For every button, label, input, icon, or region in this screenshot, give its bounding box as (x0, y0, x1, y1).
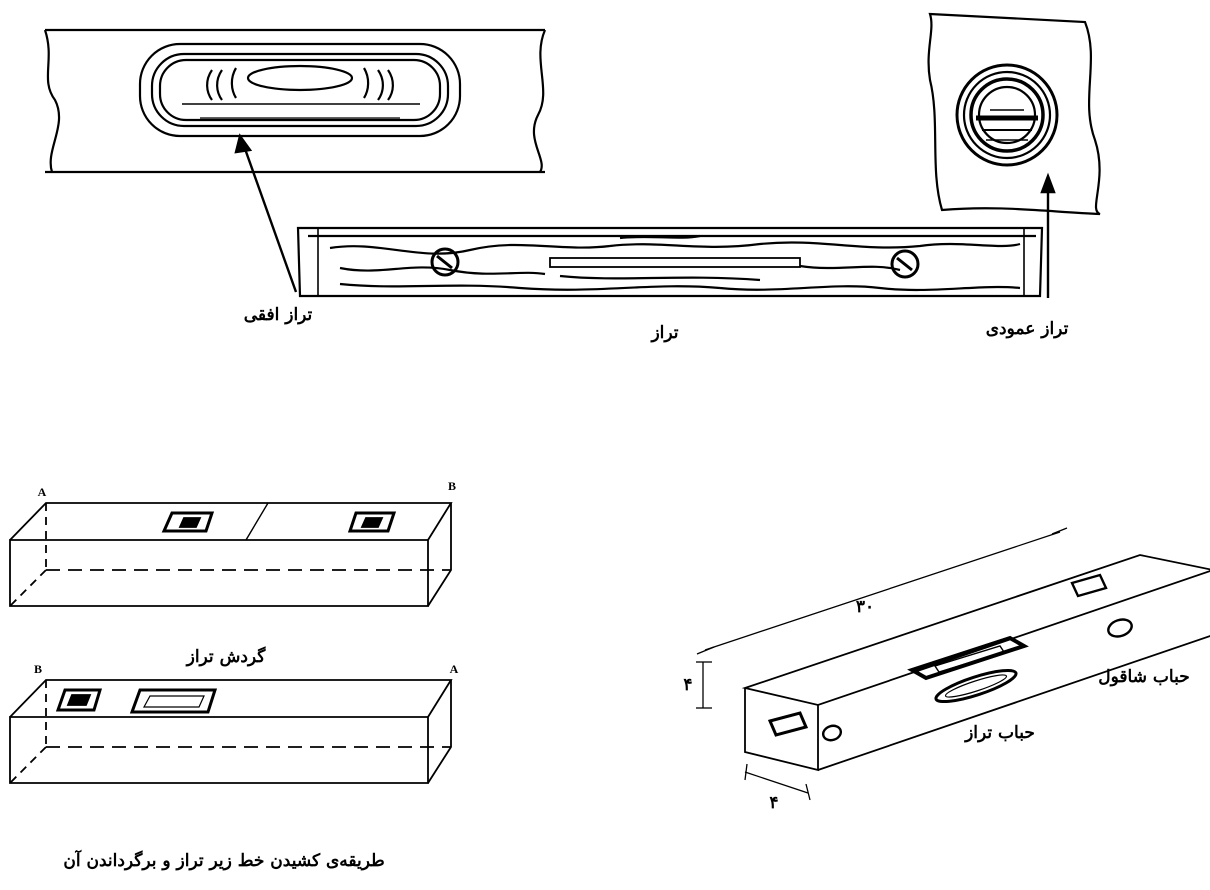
horizontal-level-label: تراز افقی (244, 305, 313, 325)
plumb-bubble-label: حباب شاقول (1098, 667, 1189, 687)
caption-underline-and-flip: طریقه‌ی کشیدن خط زیر تراز و برگرداندن آن (63, 849, 384, 871)
height-dimension: ۴ (683, 675, 692, 695)
level-box-before-rotation (9, 502, 453, 607)
corner-label-b-bottom: B (34, 662, 42, 676)
length-dimension: ۳۰ (856, 597, 874, 617)
level-box-after-rotation (9, 679, 453, 784)
rotation-label: گردش تراز (185, 646, 267, 667)
corner-label-b-top: B (448, 479, 456, 493)
isometric-level (741, 554, 1210, 772)
vertical-vial-detail (927, 12, 1101, 216)
width-dimension: ۴ (769, 793, 778, 813)
horizontal-vial-arrow (234, 133, 298, 293)
dimension-lines (696, 527, 1068, 801)
horizontal-vial-detail (43, 28, 547, 174)
corner-label-a-bottom: A (450, 662, 459, 676)
wooden-spirit-level (296, 226, 1044, 298)
vertical-vial-arrow (1040, 172, 1056, 298)
level-bubble-label: حباب تراز (963, 723, 1035, 743)
spirit-level-label: تراز (649, 323, 678, 343)
vertical-level-label: تراز عمودی (986, 319, 1069, 339)
corner-label-a-top: A (38, 485, 47, 499)
